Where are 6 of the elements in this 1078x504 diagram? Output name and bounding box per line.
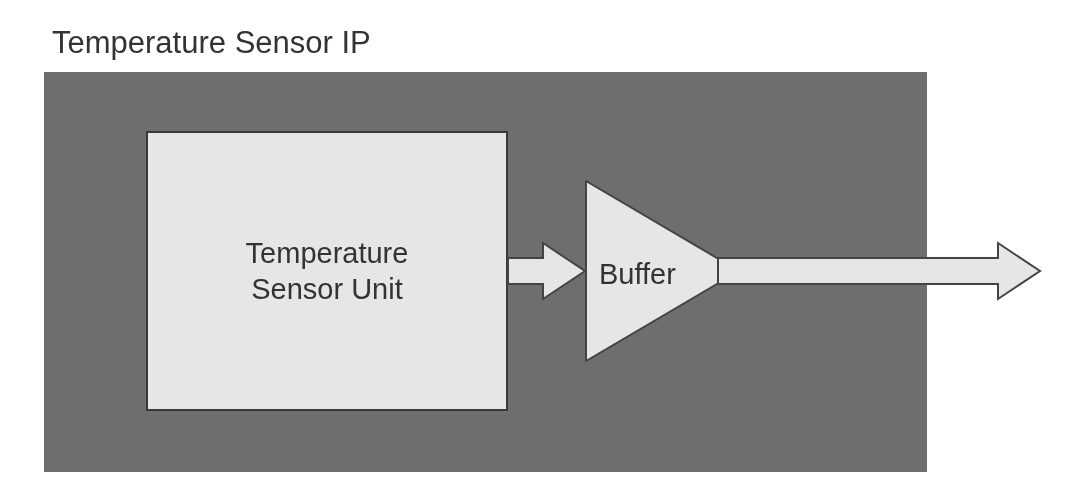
module-title: Temperature Sensor IP xyxy=(52,24,371,62)
process-box xyxy=(146,131,508,411)
buffer-label: Buffer xyxy=(599,260,676,289)
block-arrow xyxy=(507,241,587,301)
block-arrow xyxy=(717,241,1042,301)
box-label: Temperature Sensor Unit xyxy=(244,235,410,307)
